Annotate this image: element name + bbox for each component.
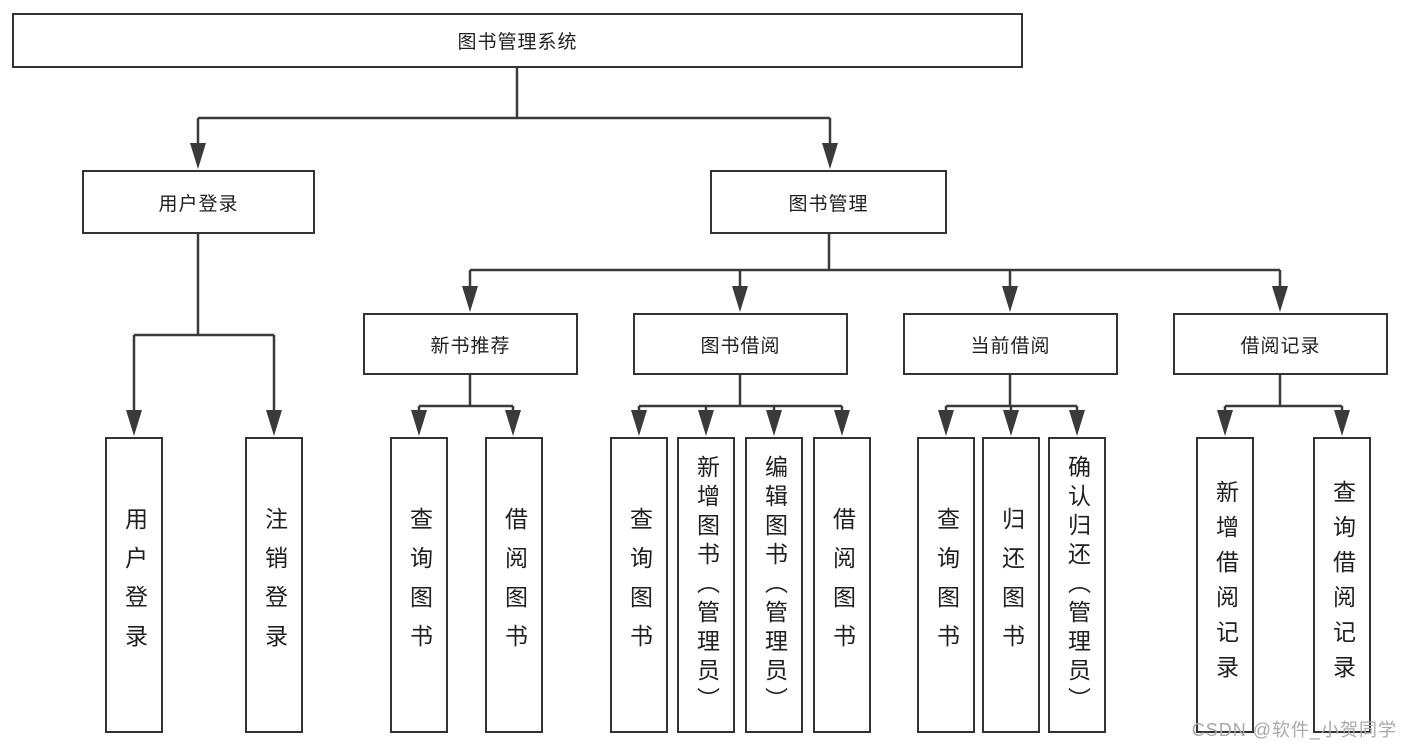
connector-book-mgmt: [468, 234, 1282, 289]
arrow-icon: [505, 410, 521, 436]
node-user-login: 用户登录: [82, 170, 315, 234]
node-book-mgmt-label: 图书管理: [788, 193, 869, 215]
node-new-book-rec-label: 新书推荐: [430, 335, 511, 357]
leaf-logout-label: 注销登录: [261, 507, 288, 663]
leaf-query-books-borrow-label: 查询图书: [626, 507, 653, 663]
leaf-query-books-current-label: 查询图书: [933, 507, 960, 663]
connector-book-borrow: [637, 375, 844, 413]
arrow-icon: [126, 410, 142, 436]
leaf-add-borrow-record-label: 新增借阅记录: [1212, 480, 1239, 690]
node-current-borrow-label: 当前借阅: [970, 335, 1051, 357]
node-borrow-records: 借阅记录: [1173, 313, 1388, 375]
leaf-query-books-rec-label: 查询图书: [406, 507, 433, 663]
node-root: 图书管理系统: [12, 13, 1023, 68]
leaf-borrow-books-rec: 借阅图书: [485, 437, 543, 733]
arrow-icon: [462, 286, 478, 312]
arrow-icon: [631, 410, 647, 436]
leaf-user-login: 用户登录: [105, 437, 163, 733]
leaf-logout: 注销登录: [245, 437, 303, 733]
arrow-icon: [822, 143, 838, 169]
leaf-edit-books-admin-label: 编辑图书（管理员）: [761, 454, 788, 716]
leaf-borrow-books-borrow-label: 借阅图书: [829, 507, 856, 663]
leaf-return-books: 归还图书: [982, 437, 1040, 733]
node-current-borrow: 当前借阅: [903, 313, 1118, 375]
leaf-query-books-current: 查询图书: [917, 437, 975, 733]
connector-user-login: [132, 234, 276, 413]
node-book-borrow-label: 图书借阅: [700, 335, 781, 357]
leaf-confirm-return-admin-label: 确认归还（管理员）: [1064, 454, 1091, 716]
leaf-user-login-label: 用户登录: [121, 507, 148, 663]
arrow-icon: [1069, 410, 1085, 436]
connector-new-book-rec: [417, 375, 515, 413]
leaf-query-borrow-record: 查询借阅记录: [1313, 437, 1371, 733]
arrow-icon: [411, 410, 427, 436]
leaf-add-books-admin: 新增图书（管理员）: [677, 437, 735, 733]
node-book-mgmt: 图书管理: [710, 170, 947, 234]
node-root-label: 图书管理系统: [457, 32, 578, 53]
arrow-icon: [1002, 286, 1018, 312]
arrow-icon: [1334, 410, 1350, 436]
arrow-icon: [190, 143, 206, 169]
node-user-login-label: 用户登录: [158, 193, 239, 215]
node-borrow-records-label: 借阅记录: [1240, 335, 1321, 357]
leaf-borrow-books-rec-label: 借阅图书: [501, 507, 528, 663]
leaf-edit-books-admin: 编辑图书（管理员）: [745, 437, 803, 733]
leaf-add-borrow-record: 新增借阅记录: [1196, 437, 1254, 733]
connector-borrow-records: [1223, 375, 1344, 413]
arrow-icon: [766, 410, 782, 436]
arrow-icon: [266, 410, 282, 436]
connector-root: [196, 68, 832, 146]
node-new-book-rec: 新书推荐: [363, 313, 578, 375]
arrow-icon: [834, 410, 850, 436]
arrow-icon: [1003, 410, 1019, 436]
connector-current-borrow: [944, 375, 1079, 413]
arrow-icon: [938, 410, 954, 436]
watermark: CSDN @软件_小贺同学: [1191, 720, 1397, 740]
leaf-query-books-borrow: 查询图书: [610, 437, 668, 733]
node-book-borrow: 图书借阅: [633, 313, 848, 375]
leaf-return-books-label: 归还图书: [998, 507, 1025, 663]
leaf-confirm-return-admin: 确认归还（管理员）: [1048, 437, 1106, 733]
leaf-add-books-admin-label: 新增图书（管理员）: [693, 454, 720, 716]
arrow-icon: [698, 410, 714, 436]
leaf-borrow-books-borrow: 借阅图书: [813, 437, 871, 733]
leaf-query-borrow-record-label: 查询借阅记录: [1329, 480, 1356, 690]
arrow-icon: [1217, 410, 1233, 436]
leaf-query-books-rec: 查询图书: [390, 437, 448, 733]
arrow-icon: [732, 286, 748, 312]
arrow-icon: [1272, 286, 1288, 312]
arrowheads: [126, 143, 1350, 436]
